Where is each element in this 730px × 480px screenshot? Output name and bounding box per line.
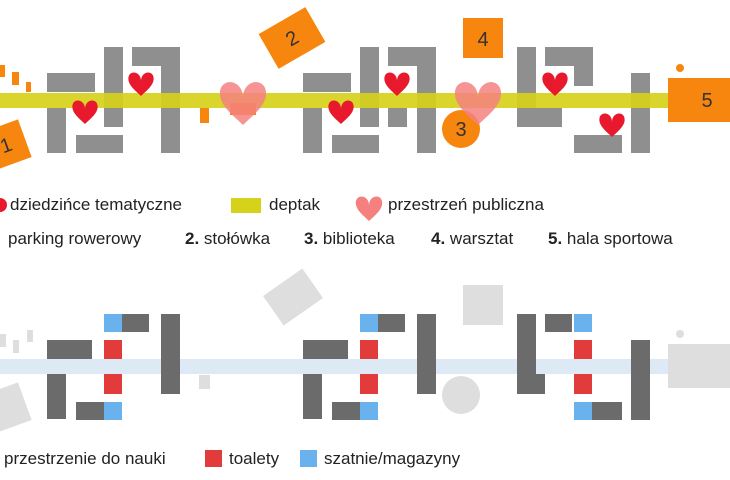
- legend-item-2-number: 2.: [185, 229, 200, 248]
- light-shape: [0, 382, 32, 436]
- legend-item-2: 2. stołówka: [185, 229, 270, 249]
- light-shape: [668, 344, 730, 388]
- orange-bit: [0, 65, 5, 77]
- light-shape: [263, 268, 323, 326]
- orange-bit: [12, 72, 19, 85]
- bottom-map: [0, 268, 730, 436]
- top-map: 2 4 5: [0, 7, 730, 173]
- light-shape: [27, 330, 33, 342]
- marker-5-label: 5: [701, 90, 712, 112]
- marker-5-box: [668, 78, 730, 122]
- legend-item-1-label: parking rowerowy: [8, 229, 142, 248]
- legend-deptak-label: deptak: [269, 195, 321, 214]
- orange-dot: [676, 64, 684, 72]
- public-space-heart-icon: [219, 82, 267, 125]
- study-cluster-3: [517, 314, 650, 420]
- courtyard-heart-icon: [599, 113, 625, 137]
- courtyard-heart-icon: [128, 72, 154, 96]
- corridor-bar: [0, 359, 730, 374]
- legend-item-4-label: warsztat: [449, 229, 514, 248]
- courtyard-heart-icon: [542, 72, 568, 96]
- study-cluster-1: [47, 314, 180, 420]
- legend-item-3: 3. biblioteka: [304, 229, 395, 249]
- study-cluster-2: [303, 314, 436, 420]
- legend-item-5-number: 5.: [548, 229, 563, 248]
- legend-deptak-swatch: [231, 198, 261, 213]
- courtyard-heart-icon: [384, 72, 410, 96]
- legend-item-5-label: hala sportowa: [566, 229, 673, 248]
- orange-bit: [200, 108, 209, 123]
- legend-public-space-heart-icon: [355, 196, 383, 221]
- legend-item-3-number: 3.: [304, 229, 319, 248]
- legend-toilet-swatch: [205, 450, 222, 467]
- marker-4-label: 4: [477, 29, 488, 51]
- legend-item-3-label: biblioteka: [322, 229, 395, 248]
- legend-storage-label: szatnie/magazyny: [324, 449, 461, 468]
- marker-3-circle: [442, 110, 480, 148]
- marker-1-bike-parking: 1: [0, 119, 32, 173]
- legend-item-1: parking rowerowy: [8, 229, 141, 249]
- legend-item-4: 4. warsztat: [431, 229, 513, 249]
- light-shape: [442, 376, 480, 414]
- legend-item-5: 5. hala sportowa: [548, 229, 673, 249]
- light-shape: [676, 330, 684, 338]
- deptak-bar: [0, 93, 675, 108]
- light-shape: [13, 340, 19, 353]
- legend-toilets-label: toalety: [229, 449, 280, 468]
- marker-3-label: 3: [455, 119, 466, 141]
- marker-2-canteen: 2: [258, 7, 326, 69]
- light-shape: [199, 375, 210, 389]
- light-shape: [0, 334, 6, 347]
- legend-courtyards-label: dziedzińce tematyczne: [10, 195, 182, 214]
- legend-courtyard-swatch: [0, 198, 7, 212]
- light-shape: [463, 285, 503, 325]
- legend-study-label: przestrzenie do nauki: [4, 449, 166, 468]
- legend-storage-swatch: [300, 450, 317, 467]
- legend-item-4-number: 4.: [431, 229, 446, 248]
- orange-bit: [26, 82, 31, 92]
- legend-public-space-label: przestrzeń publiczna: [388, 195, 544, 214]
- legend-item-2-label: stołówka: [203, 229, 271, 248]
- marker-4-box: [463, 18, 503, 58]
